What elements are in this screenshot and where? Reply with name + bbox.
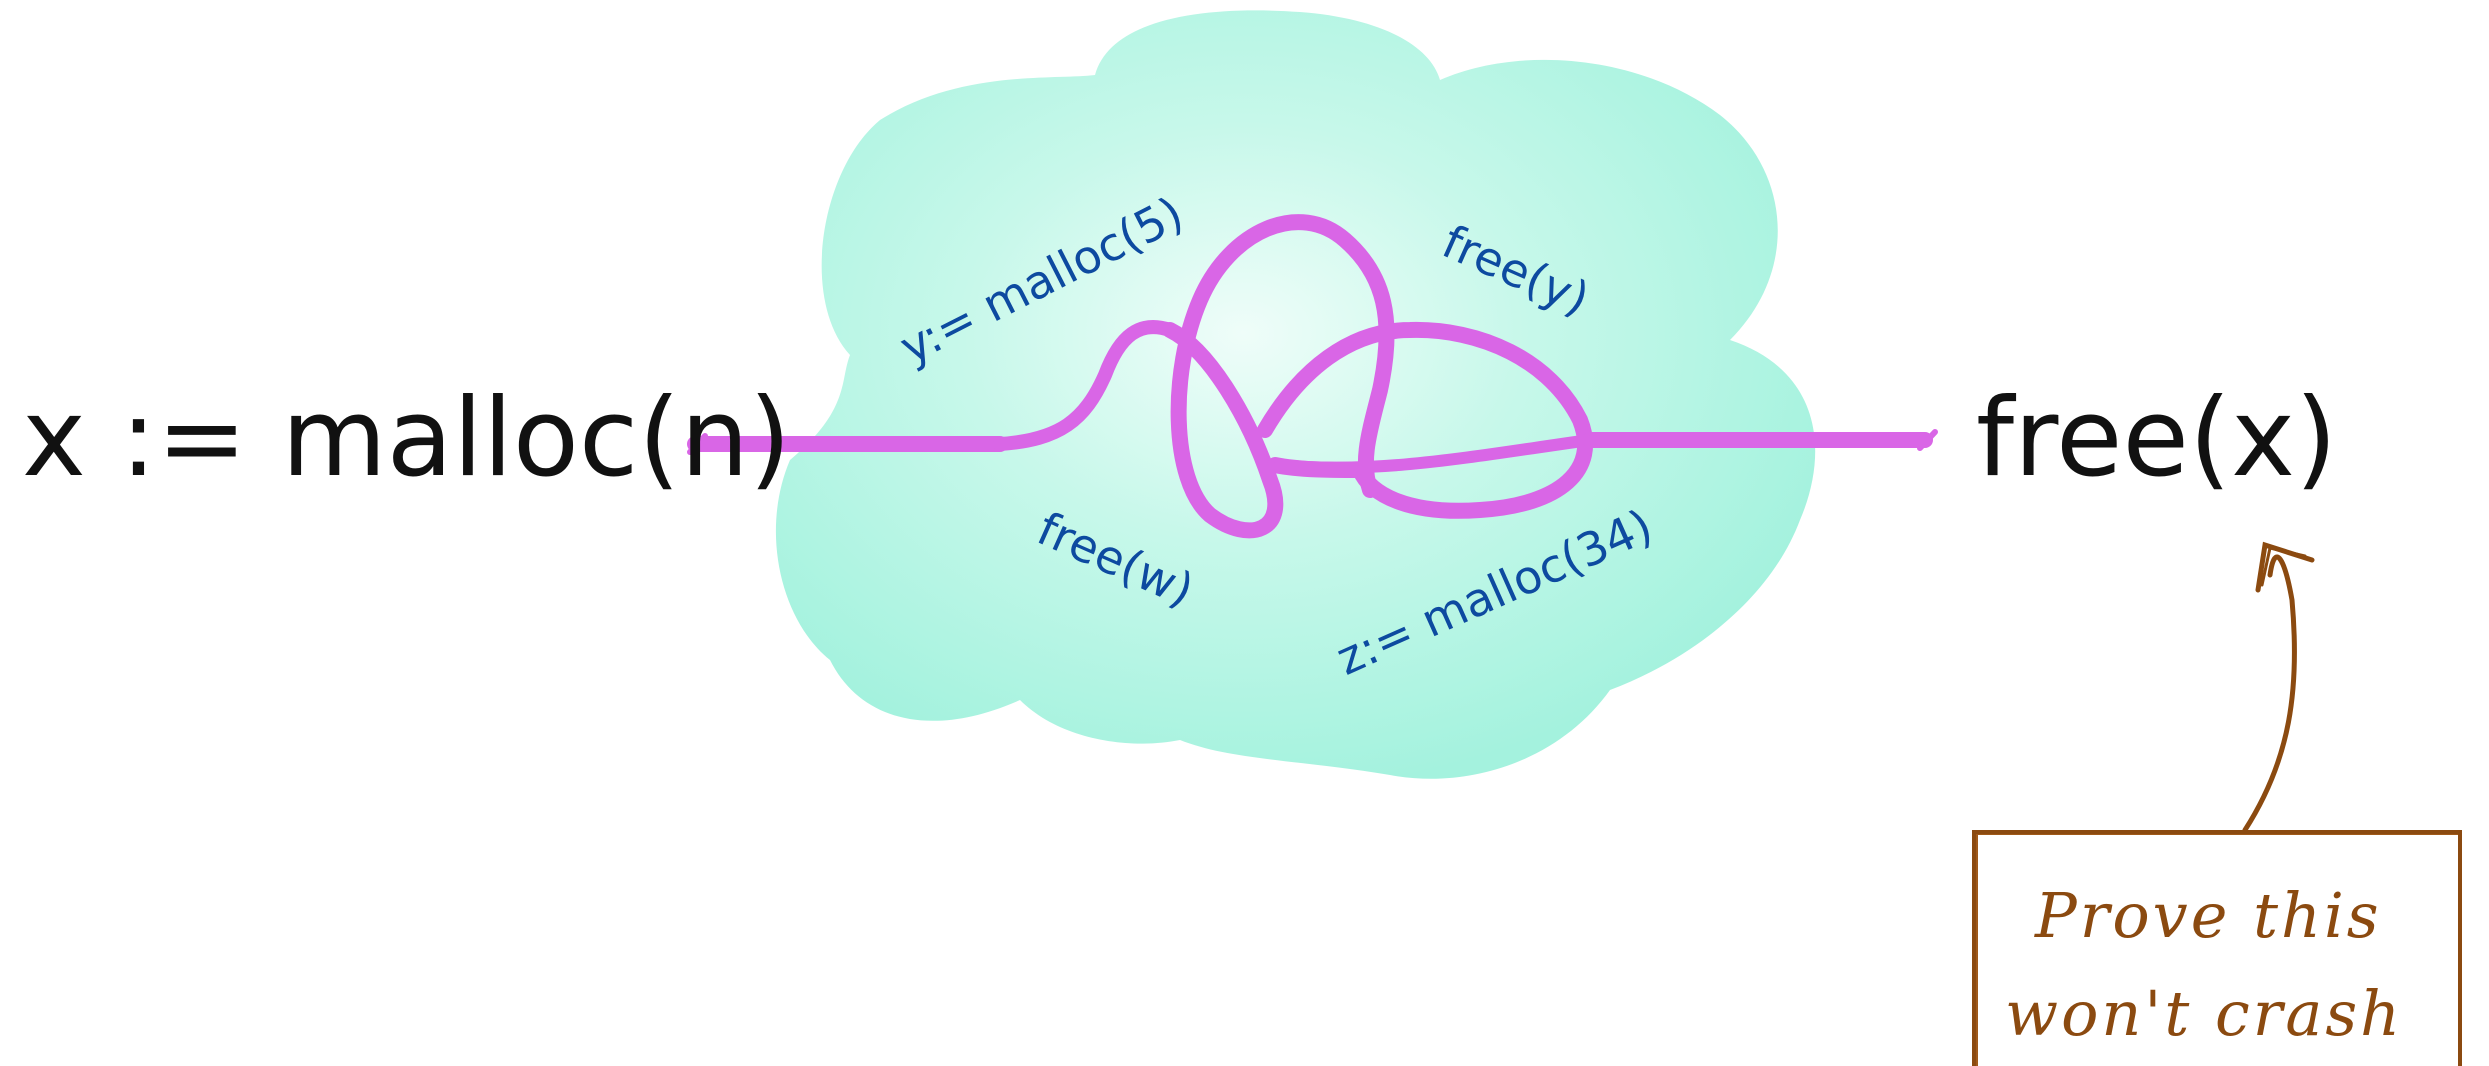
tangle-rise <box>993 320 1177 451</box>
note-box <box>1972 830 2462 1066</box>
end-label: free(x) <box>1976 376 2338 501</box>
note-line-1: Prove this <box>2035 879 2382 952</box>
tangle-cross <box>1274 434 1596 474</box>
tangle-loop-1 <box>1162 214 1395 539</box>
tangle-path <box>687 214 1938 539</box>
start-label: x := malloc(n) <box>22 376 792 501</box>
note-arrow <box>2242 541 2315 833</box>
note-line-2: won't crash <box>2005 977 2404 1050</box>
